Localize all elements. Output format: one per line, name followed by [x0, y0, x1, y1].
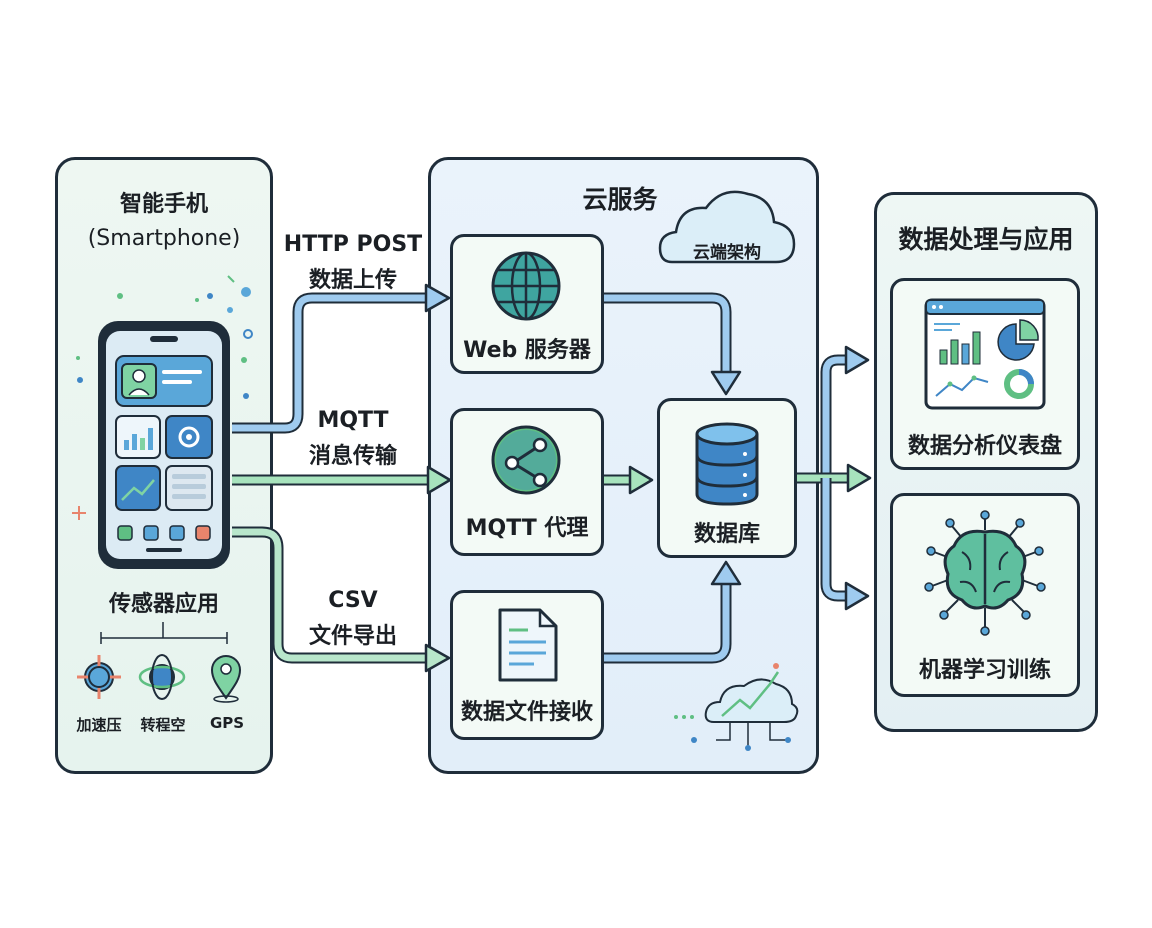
database-label: 数据库: [693, 522, 760, 547]
smartphone-subtitle: (Smartphone): [87, 226, 241, 251]
http-label-line2: 数据上传: [308, 268, 397, 293]
csv-label-line1: CSV: [328, 588, 378, 613]
web-to-db-arrow: [604, 292, 742, 396]
mqtt-label-line1: MQTT: [317, 408, 389, 433]
web-server-label: Web 服务器: [463, 338, 591, 363]
mqtt-broker-label: MQTT 代理: [465, 516, 589, 541]
location-pin-icon: [210, 655, 242, 703]
csv-arrow: [232, 526, 451, 673]
smartphone-title: 智能手机: [119, 192, 208, 217]
smartphone-device: [98, 321, 230, 569]
csv-label-line2: 文件导出: [308, 624, 397, 649]
sensor-label-gps: GPS: [209, 714, 245, 732]
mqtt-label-line2: 消息传输: [308, 444, 397, 469]
document-icon: [498, 608, 558, 682]
cloud-analytics-icon: [674, 663, 799, 751]
file-receive-label: 数据文件接收: [460, 700, 593, 725]
dashboard-label: 数据分析仪表盘: [907, 434, 1062, 459]
mqtt-to-db-arrow: [604, 465, 654, 495]
gyroscope-icon: [138, 654, 186, 700]
decorative-dots: [72, 275, 253, 520]
cloud-title: 云服务: [582, 185, 658, 214]
brain-icon: [924, 510, 1046, 636]
globe-icon: [491, 251, 561, 321]
db-to-processing-arrows: [797, 345, 872, 611]
processing-title: 数据处理与应用: [898, 225, 1074, 254]
cloud-architecture-icon: [658, 190, 796, 264]
sensor-label-gyro: 转程空: [140, 716, 186, 734]
mqtt-arrow: [232, 465, 452, 495]
share-nodes-icon: [491, 425, 561, 495]
http-label-line1: HTTP POST: [283, 232, 423, 257]
sensor-tree-lines: [100, 622, 228, 644]
cloud-architecture-label: 云端架构: [693, 243, 761, 263]
sensor-label-accel: 加速压: [76, 716, 122, 734]
file-to-db-arrow: [604, 560, 742, 664]
database-icon: [695, 422, 759, 506]
http-arrow: [232, 283, 451, 434]
ml-training-label: 机器学习训练: [918, 658, 1051, 683]
accelerometer-icon: [77, 655, 121, 699]
sensor-heading: 传感器应用: [108, 592, 219, 617]
dashboard-icon: [924, 298, 1046, 410]
